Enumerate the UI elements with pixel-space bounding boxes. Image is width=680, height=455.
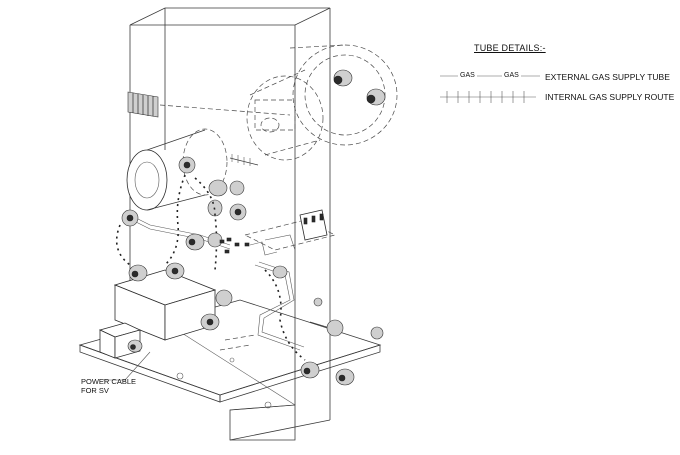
solenoid-valve-block [98,269,217,359]
gas-cylinder [126,128,228,211]
base-screws [176,334,272,409]
legend-internal-label: INTERNAL GAS SUPPLY ROUTE [545,92,675,102]
mounting-rod [159,104,291,116]
disk-knob-lower [366,88,386,106]
disk-knob-upper [333,69,353,87]
power-cable-line1: POWER CABLE [81,377,137,386]
valve-fittings [128,262,288,331]
legend-gas-label-2: GAS [504,72,519,79]
power-cable-line2: FOR SV [81,386,109,395]
fitting-cluster-upper [178,156,247,221]
transparent-housing [129,7,331,441]
threaded-bolt [229,154,259,166]
manifold-fittings [121,209,223,251]
legend-internal-line [440,91,536,103]
power-cable-leader [103,351,151,381]
lower-fittings [300,297,384,386]
internal-gas-route [115,174,306,361]
legend-gas-label-1: GAS [460,72,475,79]
power-cable-callout: POWER CABLE FOR SV [81,377,136,395]
legend-title: TUBE DETAILS:- [474,43,546,53]
small-connectors [219,237,250,254]
top-left-fitting [127,91,159,118]
legend-external-label: EXTERNAL GAS SUPPLY TUBE [545,72,670,82]
connector-block [243,209,337,256]
